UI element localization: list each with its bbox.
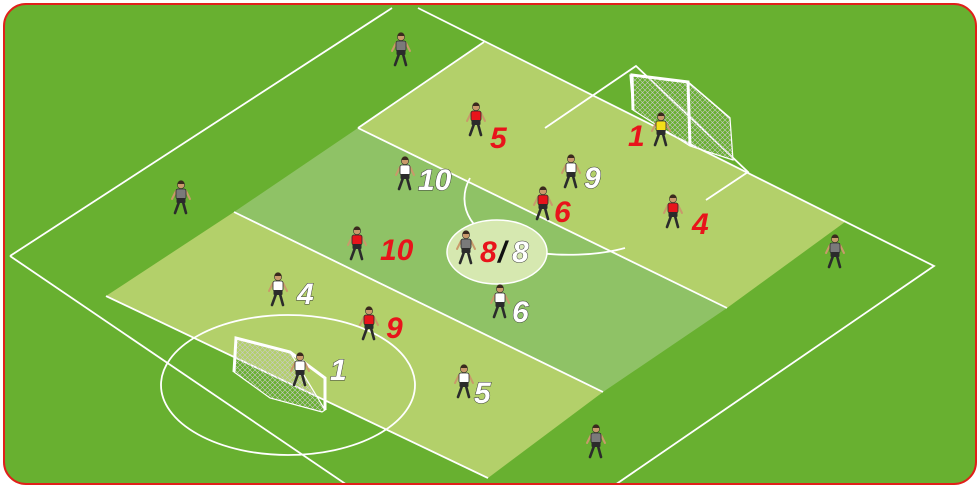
red-player-number-6: 6 [554, 196, 571, 229]
red-player-number-5: 5 [490, 122, 508, 155]
overload-red-number: 8 [480, 236, 497, 269]
white-player-number-10: 10 [418, 164, 452, 197]
red-player-number-1: 1 [628, 120, 645, 153]
white-player-number-1: 1 [330, 354, 347, 387]
white-player-number-9: 9 [584, 162, 601, 195]
overload-white-number: 8 [512, 236, 529, 269]
red-player-number-10: 10 [380, 234, 414, 267]
red-player-number-9: 9 [386, 312, 403, 345]
white-player-number-5: 5 [474, 377, 492, 410]
white-player-number-4: 4 [296, 278, 314, 311]
red-player-number-4: 4 [691, 208, 709, 241]
white-player-number-6: 6 [512, 296, 529, 329]
